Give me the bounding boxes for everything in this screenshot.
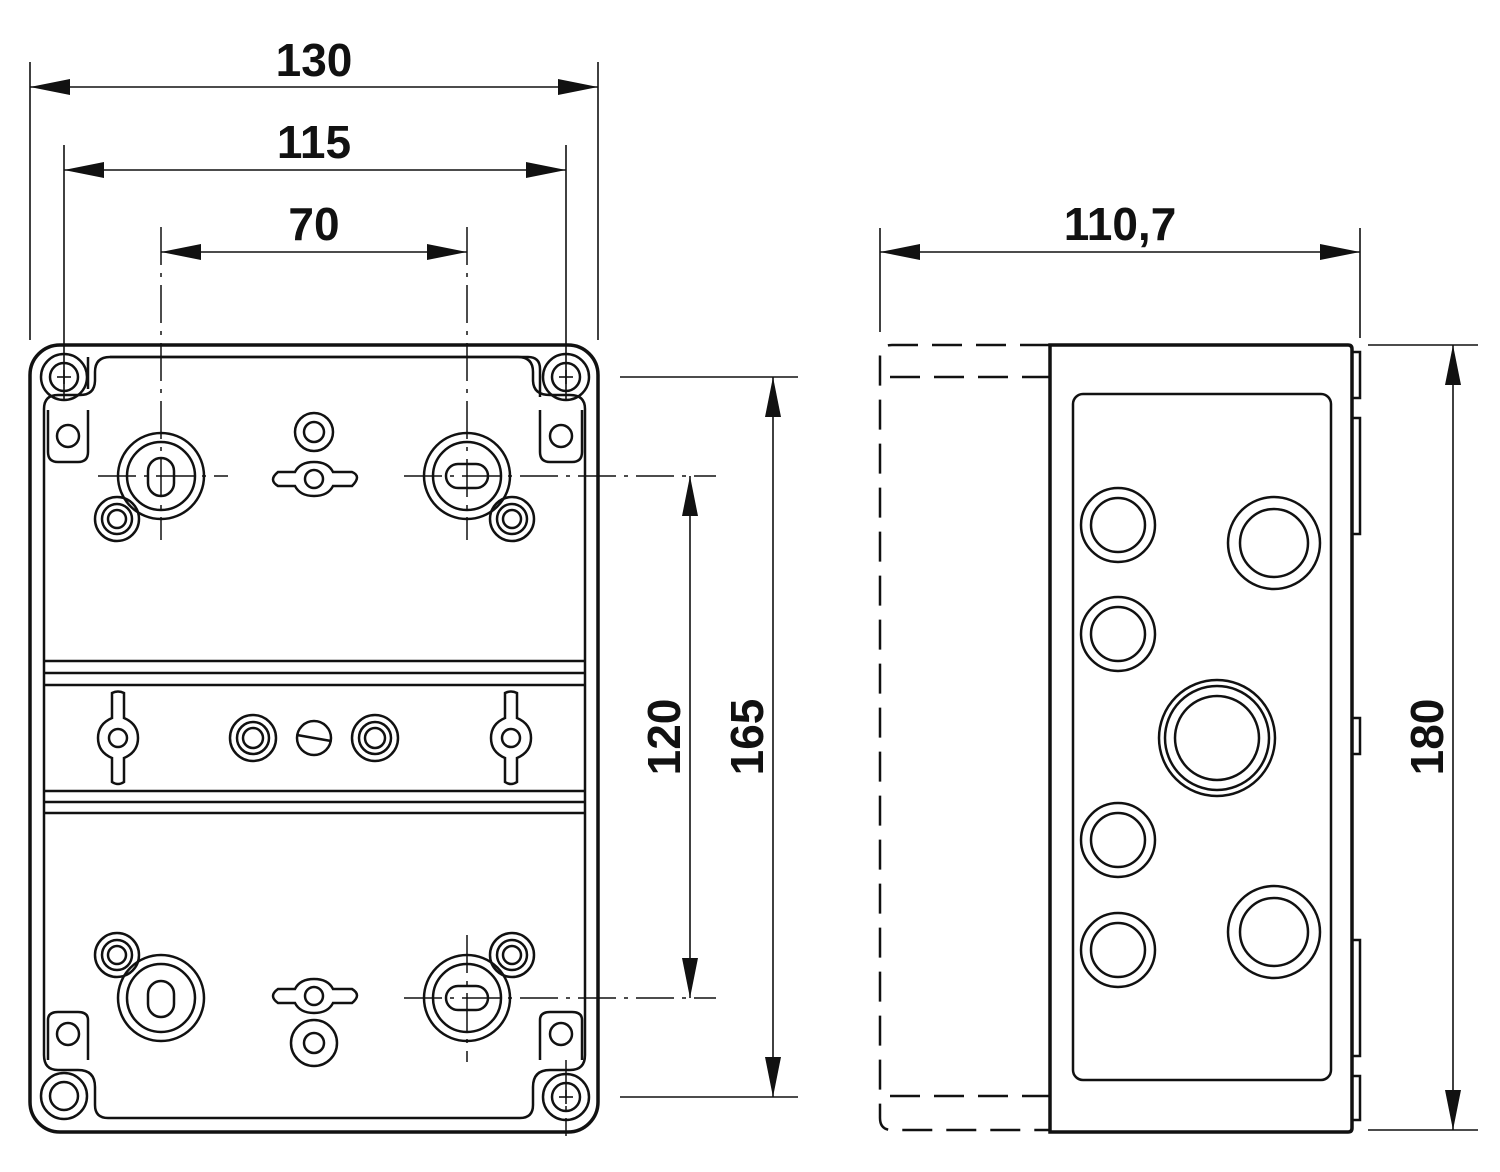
side-dimensions: 110,7 180 (879, 198, 1478, 1131)
dim-label-180: 180 (1401, 699, 1453, 776)
mount-boss-bottom-left (93, 931, 206, 1043)
side-view (878, 343, 1362, 1134)
front-view (28, 227, 716, 1136)
dim-label-70: 70 (288, 198, 339, 250)
front-dimensions: 130 115 70 120 165 (29, 34, 798, 1098)
knockouts (1079, 486, 1322, 989)
keyhole-slots (46, 410, 584, 1060)
mount-boss-top-left (93, 431, 206, 543)
corner-screw-bottom-left (39, 1071, 89, 1121)
mount-boss-bottom-right (422, 931, 536, 1043)
lid-outline-dashed (878, 343, 1050, 1132)
housing-outline (28, 343, 600, 1134)
mount-boss-top-right (422, 431, 536, 543)
dim-label-110-7: 110,7 (1064, 198, 1177, 250)
inner-frame (86, 355, 542, 397)
center-post-top (271, 411, 359, 498)
side-ribs (1350, 350, 1362, 1122)
center-post-bottom (271, 977, 359, 1068)
dim-label-130: 130 (276, 34, 353, 86)
box-body (1048, 343, 1354, 1134)
dim-label-165: 165 (721, 699, 773, 776)
dim-label-115: 115 (277, 116, 351, 168)
center-lines (98, 227, 716, 1136)
din-rail (44, 659, 585, 815)
dim-label-120: 120 (638, 699, 690, 776)
side-panel (1071, 392, 1333, 1082)
